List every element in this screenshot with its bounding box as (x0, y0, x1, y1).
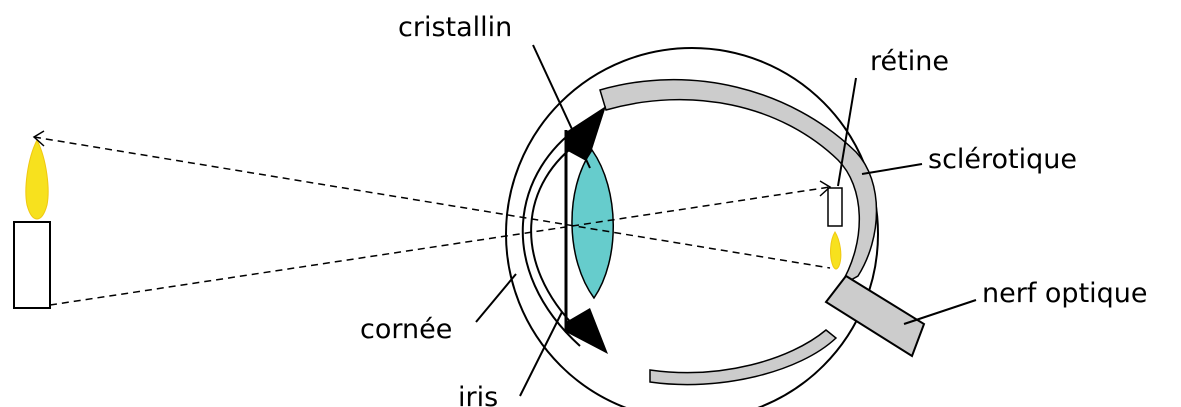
label-sclerotique: sclérotique (928, 144, 1077, 175)
candle (14, 140, 50, 308)
eye (506, 48, 924, 407)
label-retine: rétine (870, 46, 949, 77)
leader-nerf-optique (904, 300, 976, 324)
label-nerf-optique: nerf optique (982, 278, 1148, 309)
label-cornee: cornée (360, 314, 452, 345)
label-iris: iris (458, 382, 498, 407)
leader-sclerotique (862, 164, 922, 174)
leader-cornee (476, 274, 516, 322)
candle-flame (26, 140, 48, 219)
candle-body (14, 222, 50, 308)
label-cristallin: cristallin (398, 12, 512, 43)
retina-candle-body (828, 188, 842, 226)
